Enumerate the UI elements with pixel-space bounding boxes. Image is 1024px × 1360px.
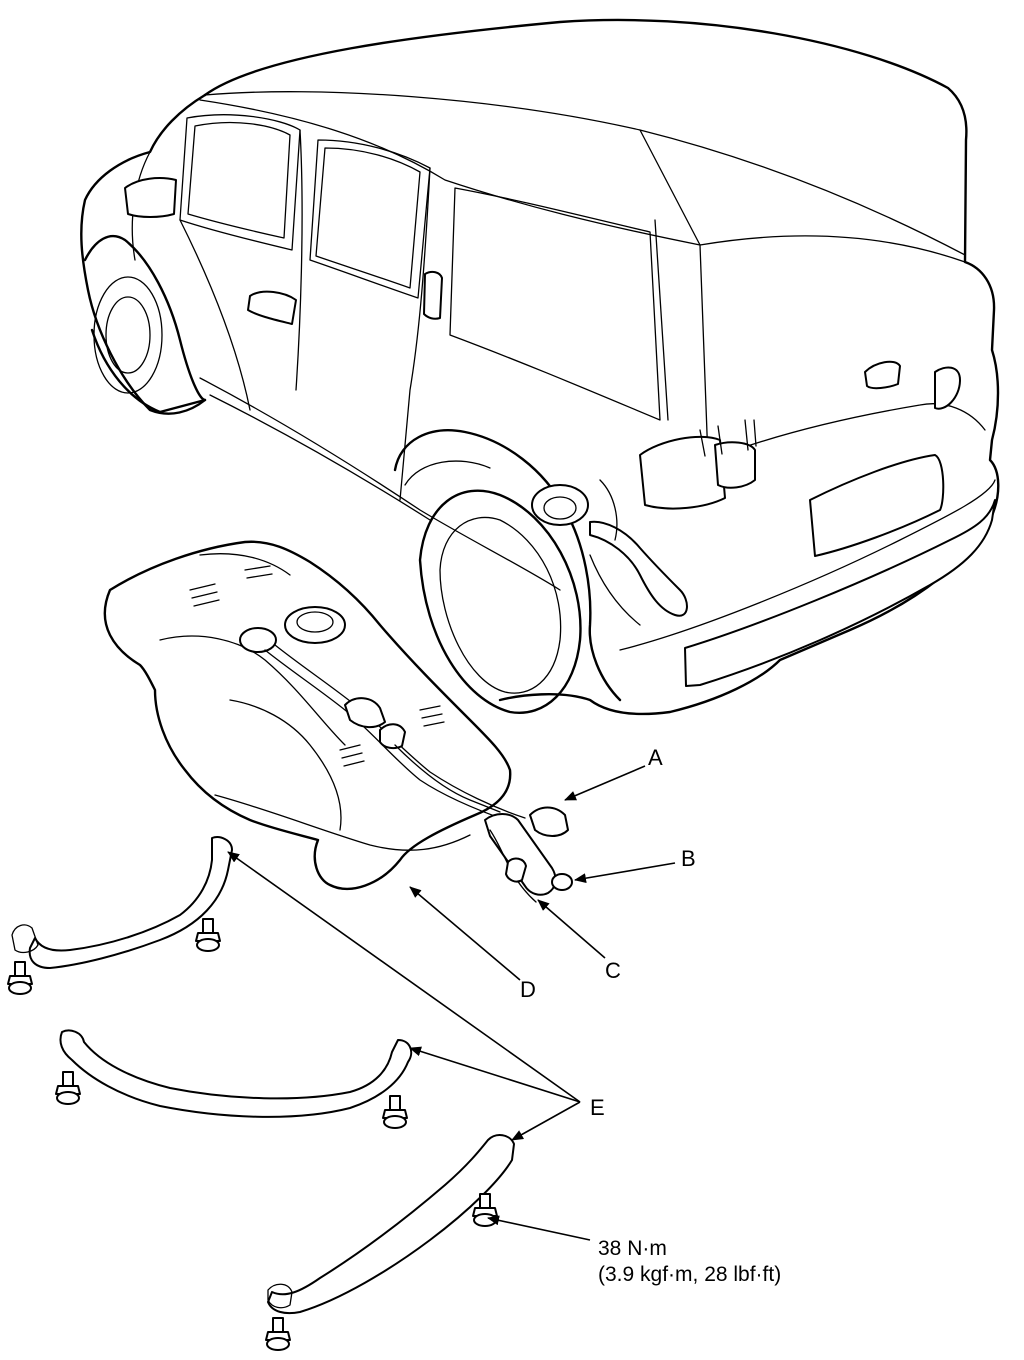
torque-spec-conversion: (3.9 kgf·m, 28 lbf·ft): [598, 1263, 781, 1286]
bolt-icon: [265, 1317, 291, 1351]
leader-line-e1: [227, 851, 581, 1103]
leader-line-e2: [409, 1046, 581, 1103]
leader-lines: [227, 765, 676, 1241]
callout-label-e: E: [590, 1095, 605, 1120]
callout-labels: A B C D E 38 N·m (3.9 kgf·m, 28 lbf·ft): [520, 745, 781, 1286]
tank-strap-middle: [59, 1029, 413, 1118]
leader-line-e3: [511, 1101, 581, 1141]
leader-line-b: [574, 862, 676, 884]
tank-strap-lower: [267, 1134, 515, 1315]
tank-strap-upper: [28, 836, 233, 969]
torque-spec-value: 38 N·m: [598, 1237, 667, 1260]
bolt-icon: [382, 1095, 408, 1129]
bolt-icon: [195, 918, 221, 952]
vehicle-illustration: [80, 18, 1000, 716]
leader-line-c: [537, 899, 606, 959]
tank-straps: [11, 836, 515, 1315]
fuel-tank-assembly: [103, 540, 573, 903]
callout-label-a: A: [648, 745, 663, 770]
leader-line-d: [409, 886, 521, 981]
bolt-icon: [7, 961, 33, 995]
callout-label-c: C: [605, 958, 621, 983]
bolt-icon: [55, 1071, 81, 1105]
callout-label-d: D: [520, 977, 536, 1002]
leader-line-torque: [487, 1215, 591, 1241]
callout-label-b: B: [681, 846, 696, 871]
leader-line-a: [564, 765, 646, 801]
mounting-bolts: [7, 918, 498, 1351]
